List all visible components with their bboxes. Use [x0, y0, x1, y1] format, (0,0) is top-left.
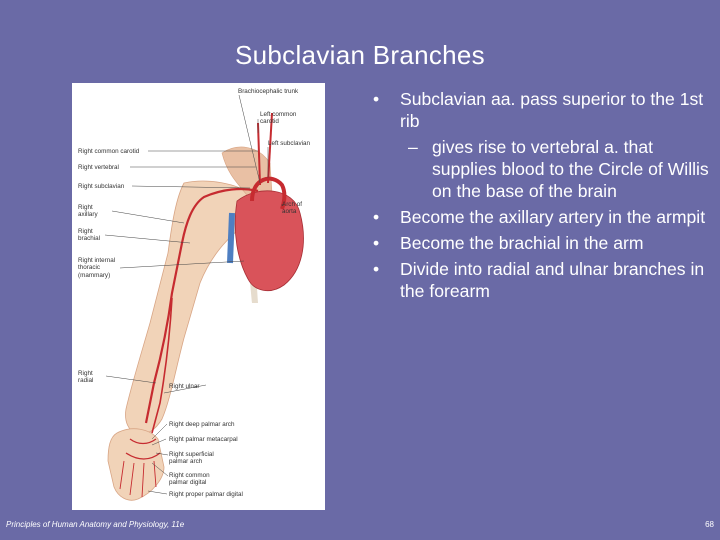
- page-number: 68: [705, 520, 714, 529]
- bullet-text: Become the brachial in the arm: [400, 233, 644, 253]
- label-right-subclavian: Right subclavian: [78, 183, 125, 190]
- dash-mark: –: [408, 137, 418, 157]
- label-right-internal-thoracic: Right internal thoracic (mammary): [78, 257, 116, 279]
- label-right-proper-palmar-digital: Right proper palmar digital: [169, 491, 243, 498]
- bullet-mark: •: [373, 207, 380, 227]
- bullet-mark: •: [373, 89, 380, 109]
- label-right-brachial: Right brachial: [78, 228, 101, 243]
- bullet-item: • Subclavian aa. pass superior to the 1s…: [365, 88, 717, 132]
- bullet-text: Subclavian aa. pass superior to the 1st …: [400, 89, 704, 131]
- sub-bullet-text: gives rise to vertebral a. that supplies…: [432, 137, 709, 201]
- arm-arteries-drawing: [104, 94, 304, 501]
- bullet-mark: •: [373, 259, 380, 279]
- label-right-ulnar: Right ulnar: [169, 383, 200, 390]
- label-right-palmar-metacarpal: Right palmar metacarpal: [169, 436, 238, 443]
- bullet-item: • Become the brachial in the arm: [365, 232, 717, 254]
- bullet-list: • Subclavian aa. pass superior to the 1s…: [365, 88, 717, 306]
- artery-illustration: Brachiocephalic trunk Left common caroti…: [72, 83, 325, 510]
- slide-title: Subclavian Branches: [235, 40, 485, 70]
- label-right-radial: Right radial: [78, 370, 94, 385]
- footer-citation: Principles of Human Anatomy and Physiolo…: [6, 520, 185, 529]
- label-left-common-carotid: Left common carotid: [260, 111, 297, 126]
- label-right-superficial-palmar-arch: Right superficial palmar arch: [169, 451, 214, 466]
- label-right-deep-palmar-arch: Right deep palmar arch: [169, 421, 235, 428]
- label-arch-of-aorta: Arch of aorta: [282, 201, 302, 216]
- label-brachiocephalic-trunk: Brachiocephalic trunk: [238, 88, 299, 95]
- label-right-axillary: Right axillary: [78, 204, 98, 219]
- bullet-text: Become the axillary artery in the armpit: [400, 207, 706, 227]
- bullet-item: • Become the axillary artery in the armp…: [365, 206, 717, 228]
- bullet-item: • Divide into radial and ulnar branches …: [365, 258, 717, 302]
- label-right-vertebral: Right vertebral: [78, 164, 119, 171]
- label-left-subclavian: Left subclavian: [268, 140, 311, 147]
- label-right-common-carotid: Right common carotid: [78, 148, 140, 155]
- bullet-mark: •: [373, 233, 380, 253]
- label-right-common-palmar-digital: Right common palmar digital: [169, 472, 210, 487]
- bullet-text: Divide into radial and ulnar branches in…: [400, 259, 705, 301]
- sub-bullet-item: – gives rise to vertebral a. that suppli…: [365, 136, 717, 202]
